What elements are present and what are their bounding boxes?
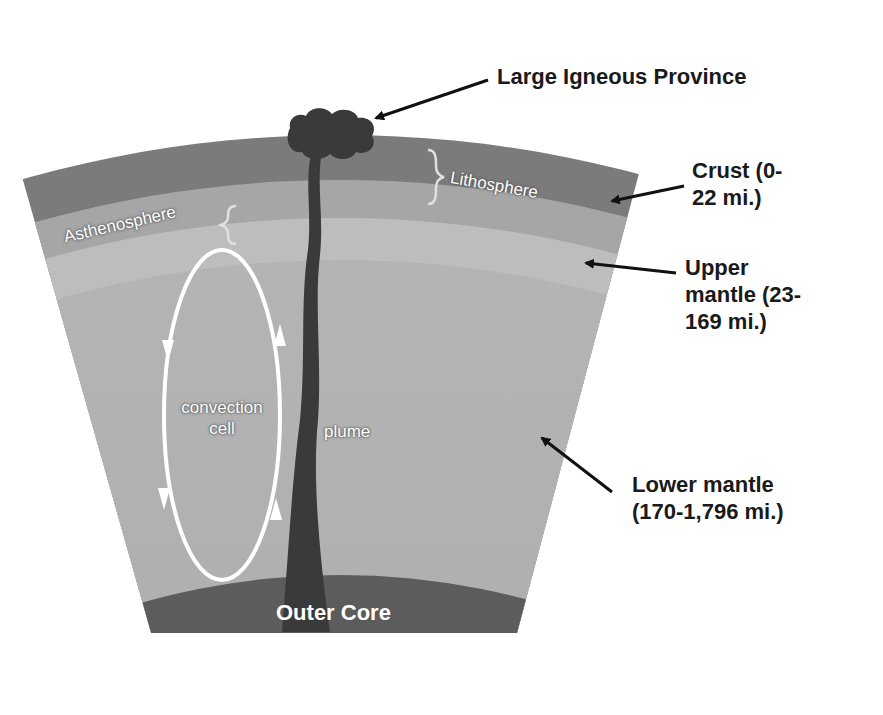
leader-arrow [586, 263, 676, 273]
core-label: Outer Core [276, 600, 391, 625]
process-label: convection cell [172, 398, 272, 439]
callout-label: Upper mantle (23-169 mi.) [685, 255, 822, 335]
plume-column [282, 150, 330, 632]
arrowhead-up [274, 324, 286, 346]
arrowhead-down [162, 340, 174, 362]
plume-label: plume [324, 422, 394, 443]
arrowhead-down [158, 488, 170, 510]
lithosphere-band [0, 135, 883, 633]
large-igneous-province-blob [288, 108, 374, 159]
leader-arrow [542, 438, 612, 492]
convection-loop [164, 250, 280, 580]
asthenosphere-band [0, 180, 883, 633]
lithosphere-brace [428, 150, 444, 204]
callout-label: Crust (0-22 mi.) [692, 158, 804, 212]
leader-arrow [612, 186, 684, 201]
callout-label: Lower mantle (170-1,796 mi.) [632, 472, 804, 526]
core-band: Outer Core [276, 600, 391, 626]
leader-arrow [376, 80, 488, 118]
outer-core-band [0, 575, 883, 633]
upper-mantle-band [0, 218, 883, 633]
callout-label: Large Igneous Province [497, 64, 857, 91]
asthenosphere-brace [221, 206, 236, 244]
arrowhead-up [270, 498, 282, 520]
